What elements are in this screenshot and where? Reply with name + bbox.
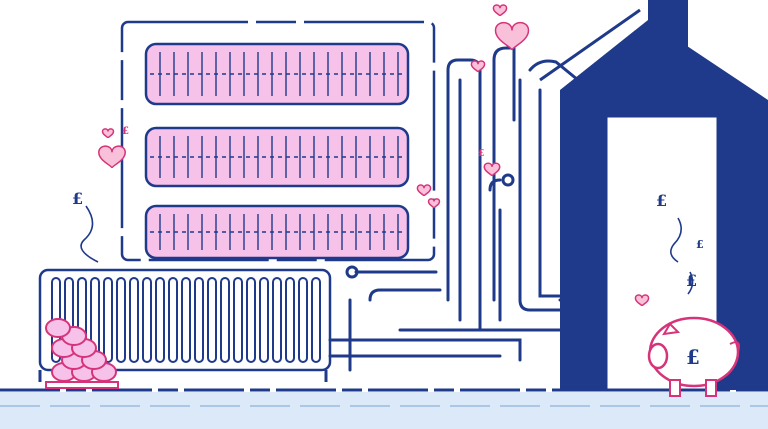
- coin: [45, 318, 71, 338]
- radiator-fin: [311, 277, 321, 363]
- heart-icon: [98, 145, 126, 169]
- wall-frame: [120, 20, 436, 262]
- radiator-fin: [116, 277, 126, 363]
- radiator-fin: [142, 277, 152, 363]
- radiator-fin: [259, 277, 269, 363]
- heart-icon: [101, 128, 115, 139]
- radiator-fin: [233, 277, 243, 363]
- heart-icon: [427, 198, 441, 209]
- heart-icon: [483, 162, 501, 177]
- radiator-fin: [194, 277, 204, 363]
- heart-icon: [416, 184, 432, 197]
- heart-icon: [494, 21, 530, 51]
- radiator-icon: [38, 268, 332, 382]
- heart-icon: [470, 60, 486, 73]
- heart-icon: [492, 4, 508, 17]
- floor: [0, 388, 768, 429]
- radiator-fin: [298, 277, 308, 363]
- radiator-fin: [103, 277, 113, 363]
- pound-symbol: £: [478, 149, 484, 159]
- boiler-pound-symbol: £: [656, 191, 667, 210]
- coin-stack-icon: [45, 318, 119, 389]
- piggy-bank-icon: £: [647, 316, 740, 397]
- radiator-fin: [168, 277, 178, 363]
- radiator-fin: [129, 277, 139, 363]
- radiator-icon: [144, 42, 410, 260]
- heart-icon: [98, 4, 650, 307]
- pound-symbol: £: [72, 189, 83, 208]
- radiator-fin: [246, 277, 256, 363]
- boiler-pound-symbol: £: [696, 238, 704, 251]
- radiator-fin: [207, 277, 217, 363]
- radiator-fin: [155, 277, 165, 363]
- pound-symbols: £ £ £: [72, 126, 484, 263]
- heart-icon: [634, 294, 650, 307]
- boiler-pound-symbol: £: [686, 271, 697, 290]
- radiator-fin: [272, 277, 282, 363]
- pipe-network-icon: [328, 28, 608, 372]
- piggy-pound-symbol: £: [686, 345, 700, 369]
- radiator-fin: [285, 277, 295, 363]
- radiator-fin: [220, 277, 230, 363]
- coin-base: [45, 381, 119, 389]
- pound-symbol: £: [122, 126, 129, 137]
- radiator-fin: [181, 277, 191, 363]
